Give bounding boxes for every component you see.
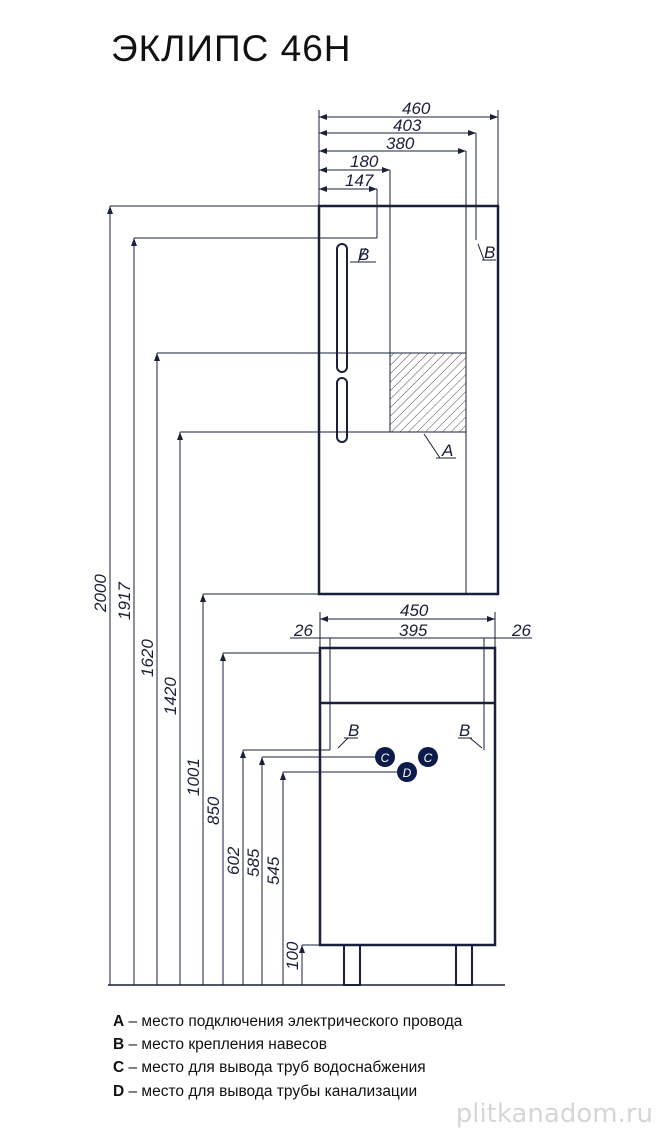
dim-585: 585 [244, 848, 263, 877]
dim-1420: 1420 [161, 677, 180, 715]
leg-right [455, 944, 473, 986]
upper-cabinet [317, 204, 500, 596]
dim-100: 100 [283, 941, 302, 970]
marker-b-upper-left: B [358, 245, 369, 264]
dim-450: 450 [400, 601, 429, 620]
dim-460: 460 [402, 99, 431, 118]
dim-147: 147 [345, 171, 374, 190]
svg-text:C: C [424, 751, 433, 765]
dim-380: 380 [386, 134, 415, 153]
marker-d: D [397, 762, 417, 782]
legend-item-a: A – место подключения электрического про… [113, 1013, 463, 1030]
dim-2000: 2000 [91, 574, 110, 613]
handle-slot-upper [336, 243, 348, 373]
page-title: ЭКЛИПС 46Н [111, 28, 352, 69]
legend-item-c: C – место для вывода труб водоснабжения [113, 1059, 426, 1076]
marker-c-left: C [375, 747, 395, 767]
dim-850: 850 [204, 796, 223, 825]
watermark: plitkanadom.ru [455, 1099, 653, 1129]
dim-26-right: 26 [511, 621, 531, 640]
dim-1001: 1001 [184, 758, 203, 796]
dim-1620: 1620 [138, 639, 157, 677]
handle-slot-lower [336, 377, 348, 443]
dim-26-left: 26 [293, 621, 313, 640]
marker-b-lower-left: B [348, 721, 359, 740]
lower-cabinet [318, 646, 497, 947]
svg-text:C: C [381, 751, 390, 765]
svg-text:D: D [403, 766, 412, 780]
marker-a: A [441, 441, 453, 460]
electric-connection-zone [389, 352, 467, 433]
dim-180: 180 [350, 152, 379, 171]
dim-602: 602 [224, 846, 243, 875]
marker-c-right: C [418, 747, 438, 767]
dim-395: 395 [399, 621, 428, 640]
legend-item-d: D – место для вывода трубы канализации [113, 1083, 418, 1100]
dim-403: 403 [393, 116, 422, 135]
dim-545: 545 [264, 856, 283, 885]
marker-b-lower-right: B [459, 721, 470, 740]
dim-1917: 1917 [115, 582, 134, 620]
legend-item-b: B – место крепления навесов [113, 1036, 327, 1053]
marker-b-upper-right: B [484, 243, 495, 262]
leg-left [343, 944, 361, 986]
